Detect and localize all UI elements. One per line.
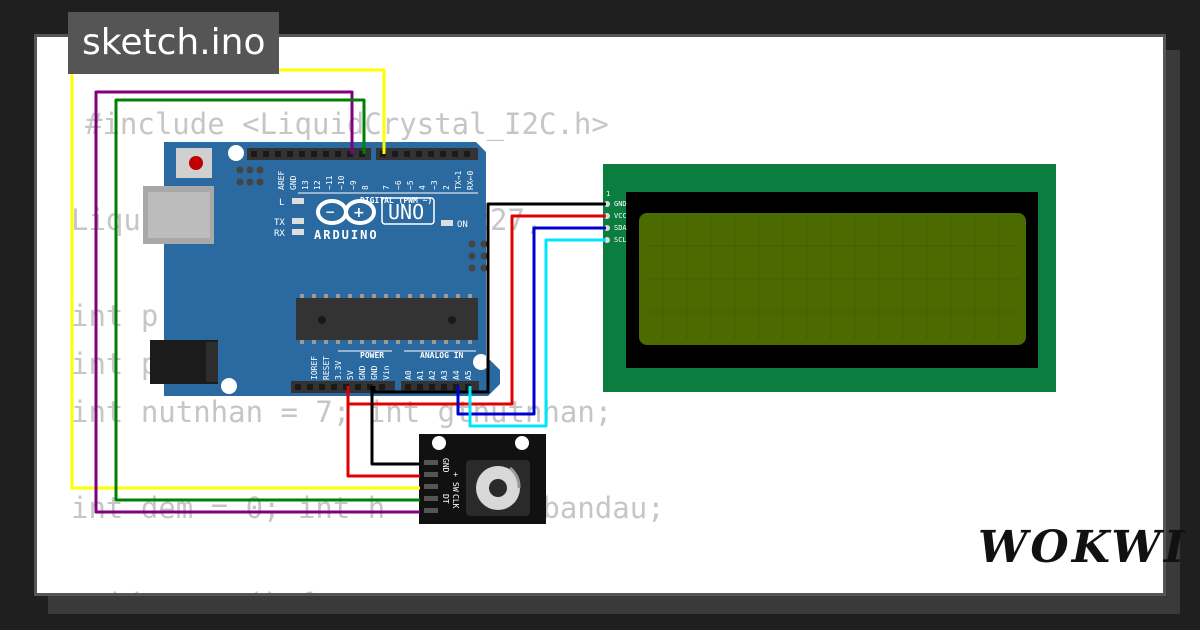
pin-label: ~10	[337, 175, 346, 190]
lcd-pin1-label: 1	[606, 190, 610, 198]
pin-label: A1	[416, 370, 425, 380]
pin-label: AREF	[277, 171, 286, 190]
pin-label: 12	[313, 180, 322, 190]
encoder-pin-label: SW	[451, 482, 460, 492]
pin-label: ~6	[394, 180, 403, 190]
lcd-module[interactable]: 1 GND VCC SDA SCL	[603, 164, 1056, 392]
arduino-uno-board[interactable]: AREF GND 13 12 ~11 ~10 ~9 8 7 ~6 ~5 4 ~3…	[143, 142, 500, 396]
led-label: RX	[274, 229, 285, 239]
pin-label: ~9	[349, 180, 358, 190]
pin-label: ~3	[430, 180, 439, 190]
pin-label: IOREF	[310, 356, 319, 380]
pin-label: Vin	[382, 365, 391, 380]
encoder-pin-label: +	[451, 472, 460, 477]
wire-black-encoder[interactable]	[370, 386, 420, 466]
sketch-file-tab[interactable]: sketch.ino	[68, 12, 280, 74]
board-model-label: UNO	[388, 200, 424, 224]
led-label: ON	[457, 220, 468, 230]
encoder-pin-label: GND	[441, 458, 450, 473]
pin-label: A3	[440, 370, 449, 380]
lcd-pin-label: GND	[614, 200, 627, 208]
encoder-pin-label: DT	[441, 494, 450, 504]
pin-label: RX←0	[466, 171, 475, 190]
wire-red-encoder[interactable]	[346, 386, 420, 478]
arduino-logo-icon	[316, 199, 376, 225]
code-line: #include <LiquidCrystal_I2C.h>	[85, 107, 609, 141]
pin-label: GND	[358, 365, 367, 380]
pin-label: 3.3V	[334, 361, 343, 380]
code-line: void setup() {	[71, 587, 315, 593]
pin-label: 4	[418, 185, 427, 190]
board-brand-label: ARDUINO	[314, 228, 379, 242]
wire-black-lcd[interactable]	[372, 202, 606, 394]
atmega-chip	[296, 298, 478, 340]
pin-label: 7	[382, 185, 391, 190]
wire-purple[interactable]	[94, 90, 420, 514]
wire-cyan-lcd[interactable]	[468, 238, 606, 428]
power-header-label: POWER	[360, 351, 384, 360]
pin-label: A5	[464, 370, 473, 380]
pin-label: 2	[442, 185, 451, 190]
pin-label: 8	[361, 185, 370, 190]
pin-label: 13	[301, 180, 310, 190]
pin-label: RESET	[322, 356, 331, 380]
rotary-encoder-module[interactable]: GND + SW DT CLK	[419, 434, 546, 524]
lcd-pin-label: SCL	[614, 236, 627, 244]
pin-label: 5V	[346, 370, 355, 380]
led-label: L	[279, 198, 284, 208]
svg-text:−: −	[325, 205, 335, 219]
lcd-pin-label: SDA	[614, 224, 627, 232]
pin-label: A4	[452, 370, 461, 380]
encoder-pin-label: CLK	[451, 494, 460, 509]
svg-text:+: +	[353, 205, 365, 221]
pin-label: A2	[428, 370, 437, 380]
analog-header-label: ANALOG IN	[420, 351, 464, 360]
wire-green[interactable]	[114, 98, 420, 502]
lcd-pin-label: VCC	[614, 212, 627, 220]
led-label: TX	[274, 218, 285, 228]
pin-label: A0	[404, 370, 413, 380]
wire-blue-lcd[interactable]	[456, 226, 606, 416]
pin-label: TX→1	[454, 171, 463, 190]
pin-label: ~11	[325, 175, 334, 190]
wokwi-logo: WOKWI	[978, 522, 1188, 573]
pin-label: ~5	[406, 180, 415, 190]
digital-header-label: DIGITAL (PWM ~)	[360, 196, 432, 205]
pin-label: GND	[289, 175, 298, 190]
pin-label: GND	[370, 365, 379, 380]
